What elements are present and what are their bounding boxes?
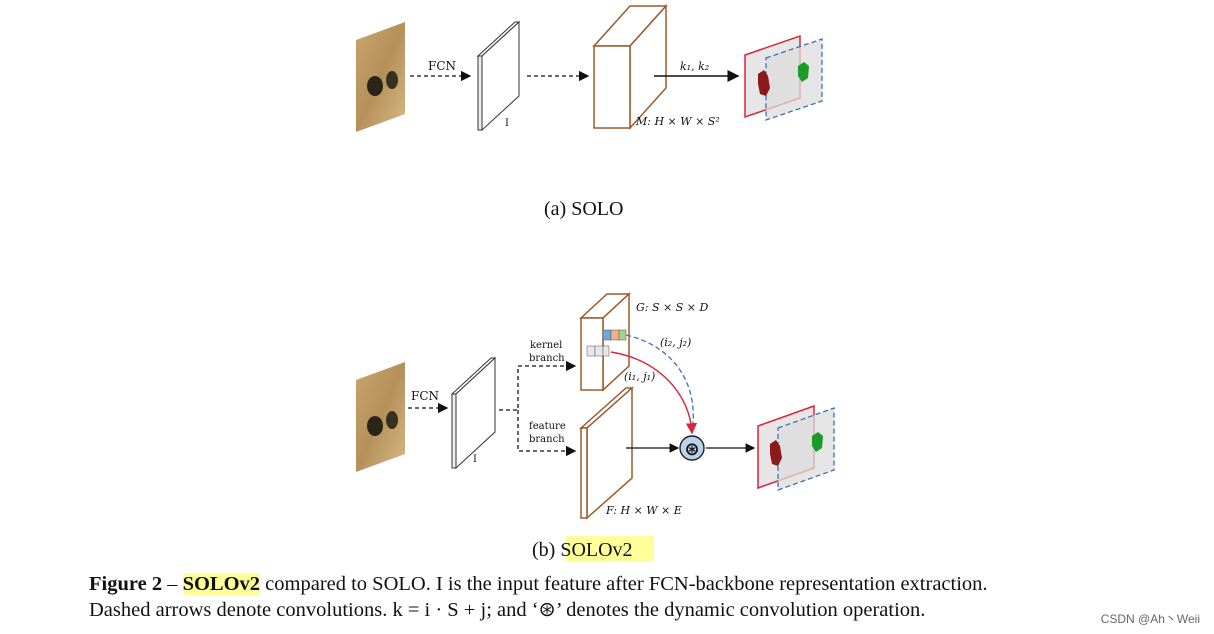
diagram-solo: FCN I M: H × W × S² k₁, k₂ (a) SOLO [356,4,823,220]
subcaption-a: (a) SOLO [544,198,623,220]
kernel-arrow-i2j2 [625,334,694,434]
kernel-tensor-g [579,292,631,392]
kernel-branch-arrow [499,360,577,411]
dynamic-conv-op: ⊛ [679,435,705,461]
kernel-branch-label-2: branch [529,353,565,364]
figure-caption: Figure 2 – SOLOv2 compared to SOLO. I is… [89,571,1109,623]
kernel-arrow-i1j1 [610,351,698,435]
i1j1-label: (i₁, j₁) [624,370,655,383]
input-image-a [356,22,405,132]
output-masks-a [744,34,823,121]
i2j2-label: (i₂, j₂) [660,336,691,349]
subcaption-b-highlight [566,536,654,562]
m-shape-label: M: H × W × S² [635,115,720,128]
conv-symbol: ⊛ [684,439,699,460]
caption-dash: – [162,573,183,595]
input-feature-layer-b [450,356,497,470]
caption-line-1: Figure 2 – SOLOv2 compared to SOLO. I is… [89,571,1109,597]
caption-line-1-rest: compared to SOLO. I is the input feature… [260,573,988,595]
input-feature-layer-a [476,20,521,132]
feature-branch-label-1: feature [529,421,566,432]
input-image-b [356,362,405,472]
mask-tensor-m [592,4,668,130]
caption-line-2: Dashed arrows denote convolutions. k = i… [89,599,926,621]
diagram-solov2: FCN I kernel branch feature branch G: [356,292,835,562]
input-label-a: I [505,118,509,129]
fcn-label-b: FCN [411,389,439,403]
input-label-b: I [473,454,477,465]
kernel-index-label: k₁, k₂ [680,60,709,73]
kernel-branch-label-1: kernel [530,340,562,351]
caption-figure-label: Figure 2 [89,573,163,595]
fcn-label-a: FCN [428,59,456,73]
feature-tensor-f [579,386,634,520]
caption-highlight: SOLOv2 [182,573,261,595]
feature-branch-arrow [517,410,577,457]
g-shape-label: G: S × S × D [636,301,708,314]
watermark: CSDN @Ah丶Weii [1100,612,1200,626]
feature-branch-label-2: branch [529,434,565,445]
output-masks-b [757,404,835,491]
f-shape-label: F: H × W × E [605,504,682,517]
subcaption-b: (b) SOLOv2 [532,539,633,561]
